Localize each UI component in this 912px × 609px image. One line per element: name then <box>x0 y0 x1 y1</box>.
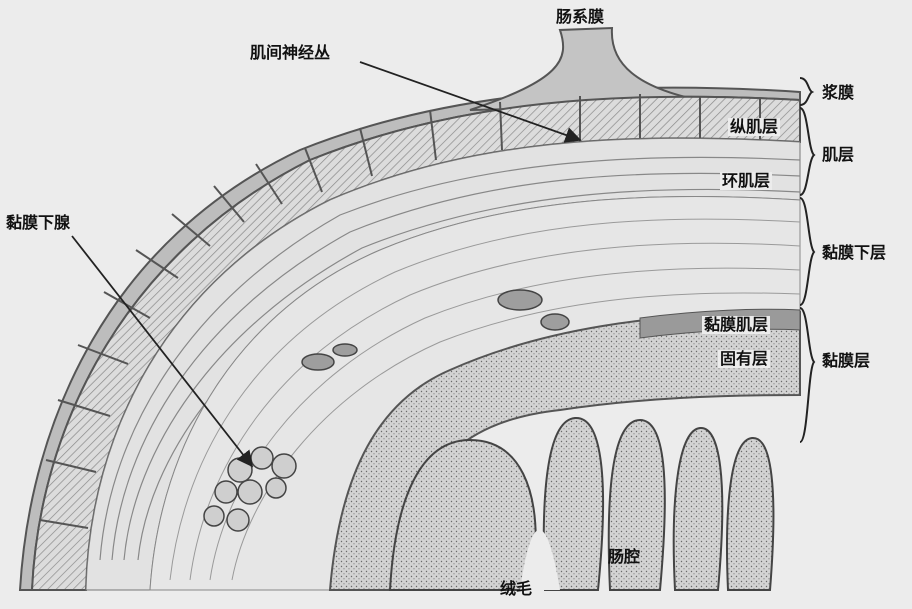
label-villi: 绒毛 <box>500 580 532 598</box>
label-lumen: 肠腔 <box>608 548 640 566</box>
label-circular-muscle: 环肌层 <box>720 172 772 190</box>
label-submucosal-gland: 黏膜下腺 <box>6 214 70 232</box>
label-longitudinal-muscle: 纵肌层 <box>728 118 780 136</box>
label-myenteric-plexus: 肌间神经丛 <box>250 44 330 62</box>
label-lamina-propria: 固有层 <box>718 350 770 368</box>
label-serosa: 浆膜 <box>822 84 854 102</box>
label-submucosa: 黏膜下层 <box>822 244 886 262</box>
label-muscularis-mucosae: 黏膜肌层 <box>702 316 770 334</box>
villi <box>390 418 773 590</box>
label-mesentery: 肠系膜 <box>556 8 604 26</box>
label-mucosa: 黏膜层 <box>822 352 870 370</box>
label-muscularis: 肌层 <box>822 146 854 164</box>
